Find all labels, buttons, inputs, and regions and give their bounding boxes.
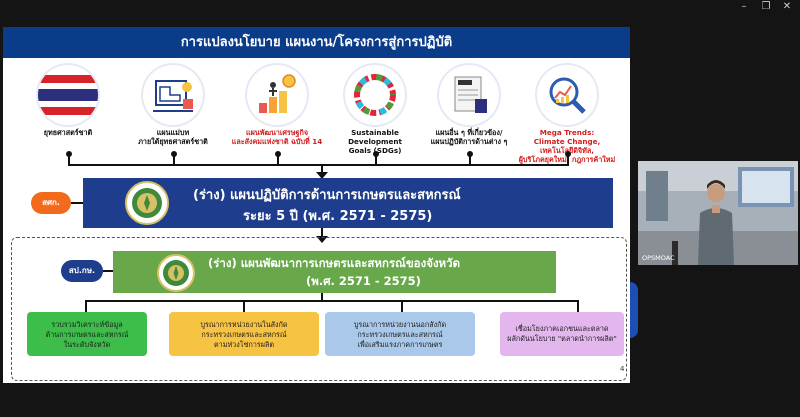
connector [277,154,279,164]
plan-document-icon [439,65,499,125]
connector-dot [565,151,571,157]
blueprint-icon [143,65,203,125]
connector-dot [171,151,177,157]
provincial-plan-title: (ร่าง) แผนพัฒนาการเกษตรและสหกรณ์ของจังหว… [208,256,461,270]
connector [375,154,377,164]
connector [577,300,579,312]
icon-label-mega-trends: Mega Trends: Climate Change, เทคโนโลยีดิ… [518,128,616,164]
connector [321,293,323,301]
icon-label-other-plans: แผนอื่น ๆ ที่เกี่ยวข้อง/ แผนปฏิบัติการด้… [430,128,508,146]
growth-chart-icon [247,65,307,125]
connector-bus [68,164,569,166]
connector [71,202,83,204]
connector-dot [373,151,379,157]
trend-magnifier-icon [537,65,597,125]
connector [85,300,87,312]
participant-video-tile[interactable]: OPSMOAC [638,161,798,265]
arrow-down-icon [316,172,328,179]
icon-label-nesdp: แผนพัฒนาเศรษฐกิจ และสังคมแห่งชาติ ฉบับที… [231,128,323,146]
connector-dot [66,151,72,157]
thai-flag-icon [38,65,98,125]
central-plan-box: (ร่าง) แผนปฏิบัติการด้านการเกษตรและสหกรณ… [83,178,613,228]
minimize-button[interactable]: – [741,1,747,12]
connector [103,270,113,272]
slide-side-decoration [630,282,638,338]
slide-title: การแปลงนโยบาย แผนงาน/โครงการสู่การปฏิบัต… [180,35,453,50]
icon-label-master-plan-text: แผนแม่บท ภายใต้ยุทธศาสตร์ชาติ [138,128,208,146]
org-badge-oae: สศก. [31,192,71,214]
icon-label-sdgs: Sustainable Development Goals (SDGs) [348,128,402,155]
provincial-section [11,237,627,381]
sub-box-internal-integration: บูรณาการหน่วยงานในสังกัด กระทรวงเกษตรและ… [169,312,319,356]
connector [68,154,70,164]
participant-name: OPSMOAC [642,254,675,262]
icon-label-national-strategy: ยุทธศาสตร์ชาติ [43,128,93,137]
slide-page-number: 4 [620,365,625,373]
connector [401,300,403,312]
connector-dot [467,151,473,157]
shared-slide: การแปลงนโยบาย แผนงาน/โครงการสู่การปฏิบัต… [3,27,630,383]
central-plan-period: ระยะ 5 ปี (พ.ศ. 2571 - 2575) [243,209,433,224]
ministry-seal-icon [125,181,169,225]
connector-bus [85,300,579,302]
connector [243,300,245,312]
slide-title-bar [3,27,630,58]
sdgs-wheel-icon [345,65,405,125]
presenter-video-frame [638,161,798,265]
connector [469,154,471,164]
org-badge-ops: สป.กษ. [61,260,103,282]
ministry-seal-icon [157,254,195,292]
connector-dot [275,151,281,157]
maximize-button[interactable]: ❐ [761,1,771,12]
provincial-plan-box: (ร่าง) แผนพัฒนาการเกษตรและสหกรณ์ของจังหว… [113,251,556,293]
sub-box-private-market: เชื่อมโยงภาคเอกชนและตลาด ผลักดันนโยบาย "… [500,312,624,356]
connector [321,164,323,174]
sub-box-data-analysis: รวบรวมวิเคราะห์ข้อมูล ด้านการเกษตรและสหก… [27,312,147,356]
central-plan-title: (ร่าง) แผนปฏิบัติการด้านการเกษตรและสหกรณ… [193,188,461,203]
connector [173,154,175,164]
icon-label-master-plan: แผนแม่บท ภายใต้ยุทธศาสตร์ชาติ [123,128,223,146]
close-button[interactable]: ✕ [782,1,792,12]
sub-box-external-integration: บูรณาการหน่วยงานนอกสังกัด กระทรวงเกษตรแล… [325,312,475,356]
connector [567,154,569,164]
connector [321,228,323,238]
provincial-plan-period: (พ.ศ. 2571 - 2575) [306,274,421,288]
